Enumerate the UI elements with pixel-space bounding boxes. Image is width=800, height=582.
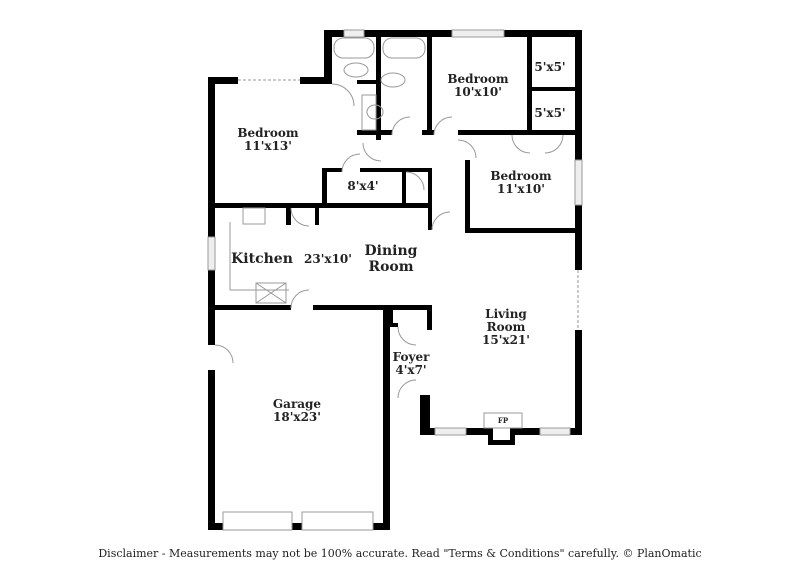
room-label-closet-1: 5'x5' xyxy=(534,60,566,74)
room-label-kitchen: Kitchen xyxy=(231,251,293,267)
room-label-kitchen-dining-size: 23'x10' xyxy=(304,252,352,266)
room-label-dining-room: Dining Room xyxy=(364,243,418,275)
room-label-closet-3: 8'x4' xyxy=(347,179,379,193)
room-label-closet-2: 5'x5' xyxy=(534,106,566,120)
fixtures xyxy=(207,29,583,531)
fireplace-label: FP xyxy=(497,416,509,425)
walls xyxy=(208,30,582,530)
disclaimer-text: Disclaimer - Measurements may not be 100… xyxy=(98,547,702,560)
